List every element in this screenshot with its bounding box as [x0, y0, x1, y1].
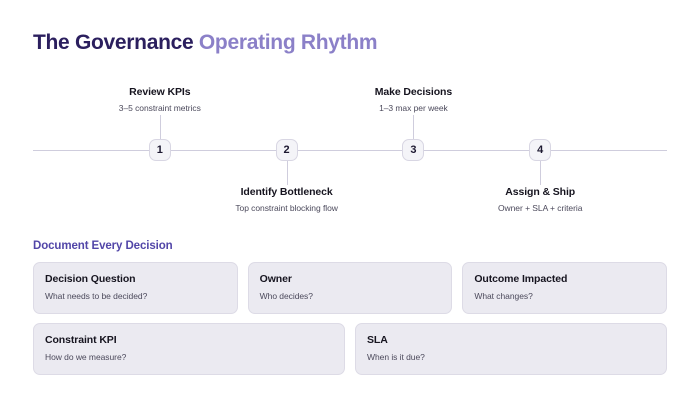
timeline-stem-down	[540, 161, 542, 185]
page-title-accent: Operating Rhythm	[198, 31, 378, 54]
decision-cards: Decision Question What needs to be decid…	[33, 262, 668, 384]
timeline-node-sublabel: 3–5 constraint metrics	[118, 103, 201, 113]
card-title: Constraint KPI	[45, 334, 117, 346]
timeline-label-3: Make Decisions 1–3 max per week	[313, 85, 513, 114]
timeline-label-2: Identify Bottleneck Top constraint block…	[187, 185, 387, 214]
timeline-label-4: Assign & Ship Owner + SLA + criteria	[440, 185, 640, 214]
timeline-node-sublabel: Top constraint blocking flow	[235, 203, 338, 213]
card-subtitle: When is it due?	[367, 352, 425, 362]
timeline-stem-up	[413, 115, 415, 139]
timeline-node-title: Review KPIs	[129, 86, 191, 98]
timeline-node-title: Assign & Ship	[505, 186, 576, 198]
section-heading-document-every-decision: Document Every Decision	[33, 240, 173, 252]
timeline: Review KPIs 3–5 constraint metrics 1 2 I…	[33, 85, 667, 215]
timeline-stem-up	[159, 115, 161, 139]
card-subtitle: Who decides?	[259, 291, 313, 301]
card-subtitle: What changes?	[474, 291, 533, 301]
timeline-badge-4[interactable]: 4	[529, 139, 552, 161]
timeline-badge-3[interactable]: 3	[402, 139, 425, 161]
timeline-node-title: Make Decisions	[374, 86, 453, 98]
timeline-node-title: Identify Bottleneck	[240, 186, 333, 198]
card-row-2: Constraint KPI How do we measure? SLA Wh…	[33, 323, 667, 375]
card-title: SLA	[367, 334, 388, 346]
card-decision-question[interactable]: Decision Question What needs to be decid…	[33, 262, 238, 314]
card-title: Owner	[259, 273, 292, 285]
timeline-node-sublabel: Owner + SLA + criteria	[497, 203, 583, 213]
timeline-stem-down	[286, 161, 288, 185]
page-title: The Governance Operating Rhythm	[33, 30, 378, 56]
card-row-1: Decision Question What needs to be decid…	[33, 262, 668, 314]
card-outcome-impacted[interactable]: Outcome Impacted What changes?	[462, 262, 668, 314]
timeline-badge-2[interactable]: 2	[275, 139, 298, 161]
card-title: Decision Question	[45, 273, 136, 285]
page-title-primary: The Governance	[33, 31, 199, 54]
timeline-label-1: Review KPIs 3–5 constraint metrics	[60, 85, 260, 114]
card-owner[interactable]: Owner Who decides?	[247, 262, 453, 314]
timeline-axis	[33, 150, 667, 151]
card-constraint-kpi[interactable]: Constraint KPI How do we measure?	[33, 323, 345, 375]
timeline-badge-1[interactable]: 1	[148, 139, 171, 161]
card-sla[interactable]: SLA When is it due?	[355, 323, 667, 375]
card-subtitle: What needs to be decided?	[45, 291, 148, 301]
timeline-node-sublabel: 1–3 max per week	[379, 103, 448, 113]
card-title: Outcome Impacted	[474, 273, 568, 285]
card-subtitle: How do we measure?	[45, 352, 127, 362]
